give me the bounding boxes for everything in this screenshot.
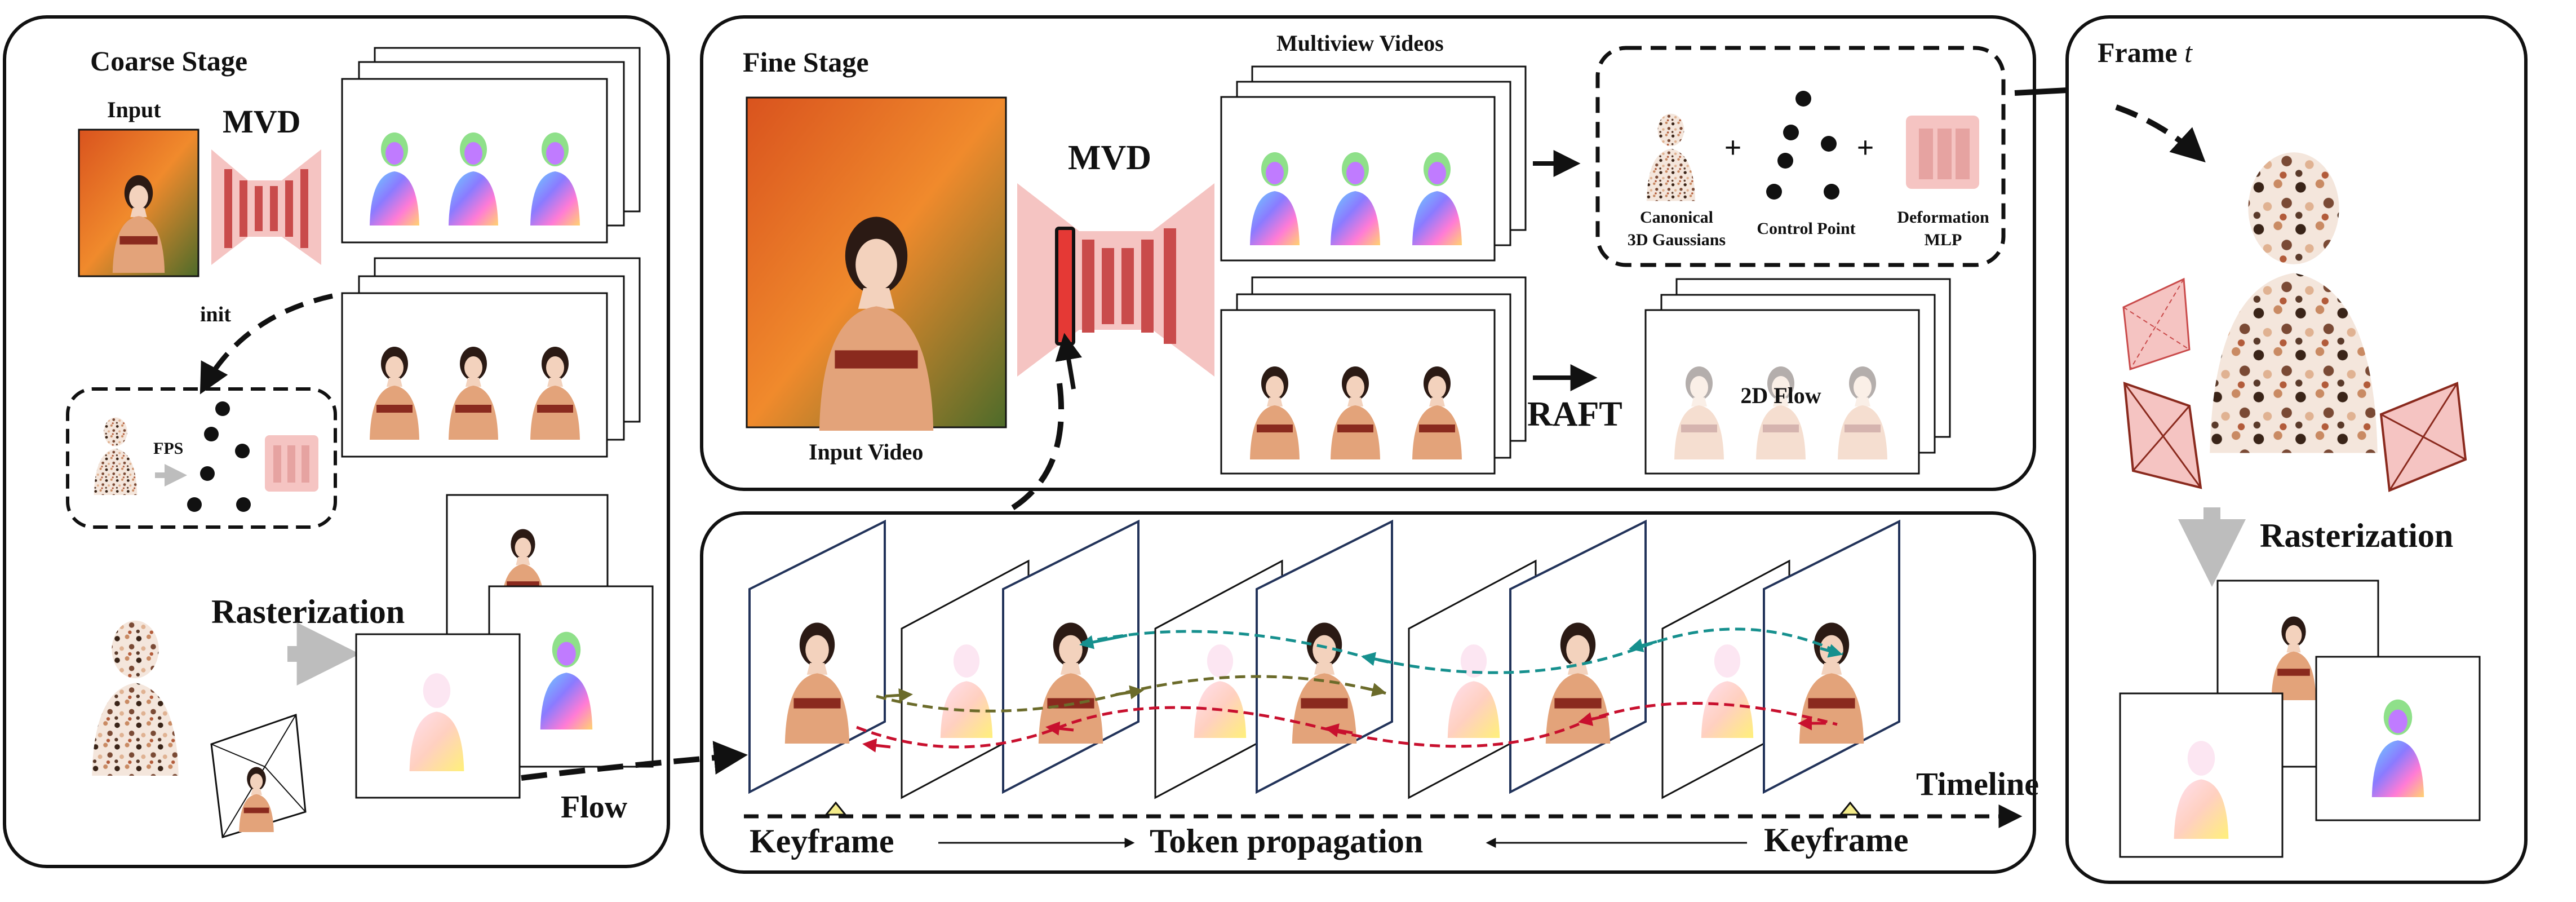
multiview-label: Multiview Videos bbox=[1276, 30, 1444, 56]
fine-to-frame-connector bbox=[2014, 87, 2068, 96]
fine-mvd-network bbox=[1017, 183, 1214, 377]
keyframe-marker-right bbox=[1838, 801, 1862, 816]
timeline-frames bbox=[748, 519, 1900, 799]
frame-title-word: Frame bbox=[2098, 37, 2178, 68]
init-label: init bbox=[200, 303, 231, 326]
frame-in-arrow bbox=[2115, 104, 2206, 163]
frame-title-t: t bbox=[2184, 37, 2193, 68]
olive-propagation-path bbox=[876, 675, 1387, 713]
fine-rgb-stack bbox=[1220, 276, 1527, 475]
coarse-input-label: Input bbox=[107, 97, 161, 122]
keyframe-marker-left bbox=[824, 801, 848, 816]
frame-title: Frame t bbox=[2098, 37, 2193, 68]
fine-stage-panel: Fine Stage Input Video MVD Multiview Vid… bbox=[700, 15, 2036, 491]
canonical-label-1: Canonical bbox=[1640, 208, 1713, 227]
plus-sign-2: + bbox=[1857, 131, 1874, 165]
frame-rasterization-label: Rasterization bbox=[2260, 517, 2453, 554]
fine-stage-title: Fine Stage bbox=[743, 46, 869, 78]
fps-box: FPS bbox=[66, 387, 337, 529]
coarse-mvd-network bbox=[211, 149, 321, 265]
flow2d-stack: 2D Flow bbox=[1644, 278, 1951, 475]
frame-t-panel: Frame t Rasterization bbox=[2065, 15, 2528, 884]
teal-propagation-path bbox=[1081, 627, 1844, 674]
fine-input-video bbox=[746, 96, 1007, 431]
control-point-label: Control Point bbox=[1757, 219, 1855, 238]
keyframe-right-label: Keyframe bbox=[1764, 821, 1909, 859]
coarse-flow-label: Flow bbox=[561, 790, 628, 825]
coarse-rasterization-label: Rasterization bbox=[211, 593, 405, 630]
deformation-label-1: Deformation bbox=[1897, 208, 1989, 227]
red-propagation-path bbox=[856, 702, 1838, 749]
coarse-render-outputs bbox=[355, 494, 654, 799]
coarse-rgb-stack bbox=[341, 257, 641, 458]
fine-normal-stack bbox=[1220, 65, 1527, 262]
frame-render-outputs bbox=[2119, 580, 2481, 858]
frame-gaussian-figure bbox=[2210, 152, 2378, 453]
coarse-input-image bbox=[78, 129, 199, 277]
deformation-label-2: MLP bbox=[1925, 231, 1962, 249]
coarse-stage-title: Coarse Stage bbox=[90, 45, 247, 77]
fine-mvd-input-arrow bbox=[1055, 333, 1082, 390]
coarse-stage-panel: Coarse Stage Input MVD bbox=[3, 15, 670, 868]
fine-mvd-label: MVD bbox=[1068, 139, 1151, 177]
gaussian-components-box: Canonical 3D Gaussians + Control Point +… bbox=[1595, 46, 2006, 267]
coarse-mvd-label: MVD bbox=[223, 103, 301, 140]
coarse-normal-stack bbox=[341, 47, 641, 244]
coarse-camera bbox=[210, 713, 307, 838]
plus-sign-1: + bbox=[1724, 131, 1742, 165]
input-video-label: Input Video bbox=[809, 439, 923, 465]
keyframe-left-label: Keyframe bbox=[750, 823, 894, 860]
token-propagation-label: Token propagation bbox=[1150, 823, 1423, 860]
fps-label: FPS bbox=[153, 439, 183, 458]
mvd-to-timeline-connector bbox=[1007, 383, 1065, 513]
coarse-gaussian-figure bbox=[92, 620, 179, 776]
flow-to-timeline-arrow bbox=[521, 741, 748, 781]
raft-label: RAFT bbox=[1527, 395, 1622, 434]
frame-cameras bbox=[2122, 277, 2467, 492]
flow2d-label: 2D Flow bbox=[1740, 383, 1821, 408]
timeline-panel: Timeline Keyframe Token propagation Keyf… bbox=[700, 511, 2039, 874]
timeline-label: Timeline bbox=[1916, 766, 2039, 802]
canonical-label-2: 3D Gaussians bbox=[1628, 231, 1726, 249]
